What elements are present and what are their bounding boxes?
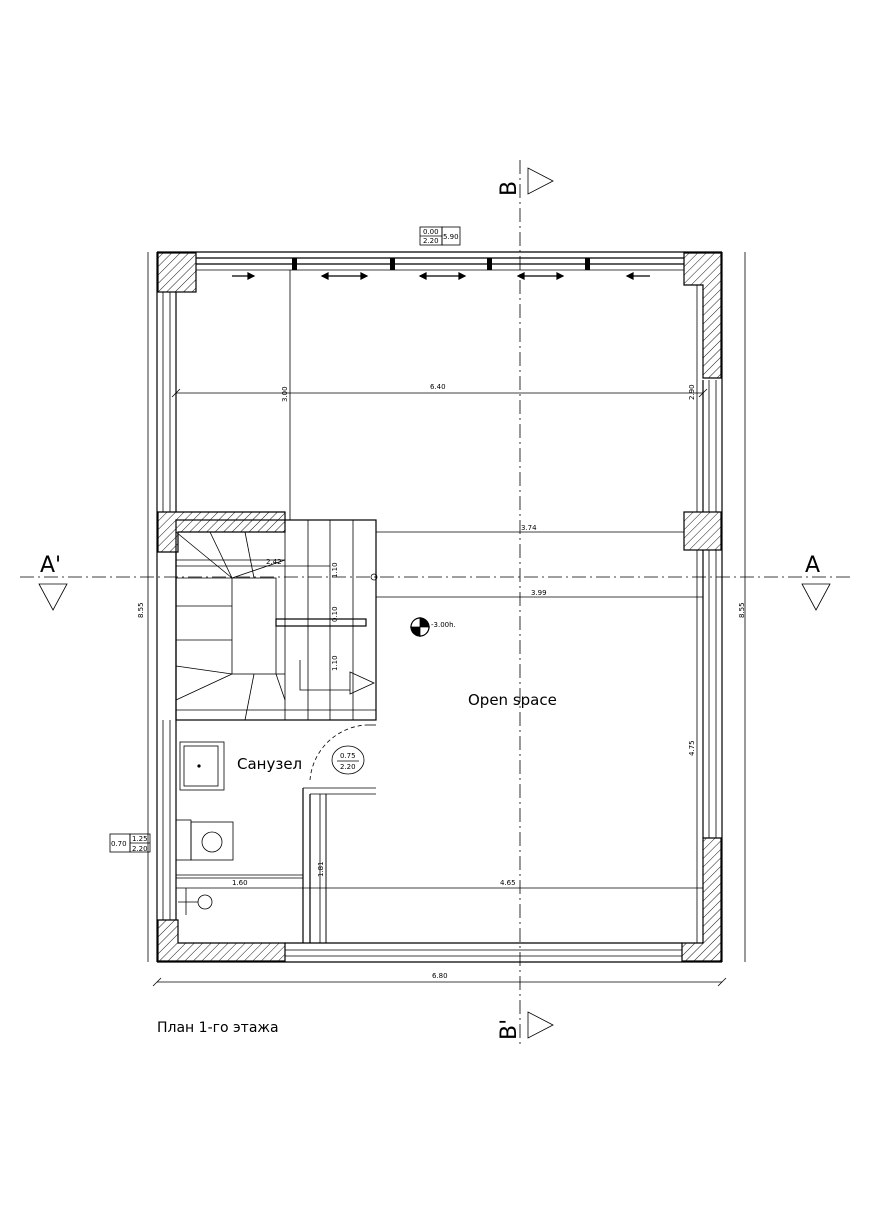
bath-door-tag: 0.75 2.20 xyxy=(331,745,365,775)
dim-overall-height-right: 8.55 xyxy=(738,602,746,618)
staircase xyxy=(175,519,378,781)
section-marker-a-right: A xyxy=(801,553,831,611)
dim-width-mid: 3.74 xyxy=(521,524,537,532)
sink xyxy=(179,741,225,791)
dim-room-depth-upper-left: 3.00 xyxy=(281,386,289,402)
room-label-bathroom: Санузел xyxy=(237,755,302,773)
dim-stair-1: 1.10 xyxy=(331,562,339,578)
side-window-head: 2.20 xyxy=(132,845,148,853)
dim-room-depth-upper-right: 2.90 xyxy=(688,384,696,400)
dim-wall-depth-lower: 1.81 xyxy=(317,861,325,877)
bath-door-height: 2.20 xyxy=(340,763,356,771)
section-label-a-left: A' xyxy=(40,553,61,578)
section-marker-a-left: A' xyxy=(38,553,68,611)
top-window-head: 2.20 xyxy=(423,237,439,245)
dim-width-axis: 3.99 xyxy=(531,589,547,597)
dimension-lines xyxy=(147,252,746,987)
side-window-width: 0.70 xyxy=(111,840,127,848)
level-mark-label: -3.00h. xyxy=(431,621,456,629)
top-window-width: 5.90 xyxy=(443,233,459,241)
section-marker-b-bottom: B' xyxy=(497,1011,554,1040)
drawing-title: План 1-го этажа xyxy=(157,1020,279,1036)
section-axes xyxy=(20,160,850,1045)
dim-overall-width: 6.80 xyxy=(432,972,448,980)
toilet xyxy=(175,819,234,861)
dim-stair-2: 0.10 xyxy=(331,606,339,622)
bath-door-width: 0.75 xyxy=(340,752,356,760)
section-label-b-top: B xyxy=(497,181,522,196)
top-window-tag: 0.00 2.20 5.90 xyxy=(419,226,461,246)
level-mark: -3.00h. xyxy=(410,617,456,637)
dim-room-width-upper: 6.40 xyxy=(430,383,446,391)
section-label-b-bottom: B' xyxy=(497,1019,522,1040)
side-window-tag: 0.70 1.25 2.20 xyxy=(109,833,151,853)
outer-walls xyxy=(156,251,723,963)
wall-columns xyxy=(157,252,722,962)
top-window xyxy=(232,258,650,280)
dim-bath-width: 1.60 xyxy=(232,879,248,887)
side-window-sill: 1.25 xyxy=(132,835,148,843)
shower xyxy=(176,874,303,915)
section-marker-b-top: B xyxy=(497,167,554,196)
dim-stair-3: 1.10 xyxy=(331,655,339,671)
section-label-a-right: A xyxy=(805,553,820,578)
room-label-open-space: Open space xyxy=(468,691,557,709)
dim-overall-height-left: 8.55 xyxy=(137,602,145,618)
top-window-sill: 0.00 xyxy=(423,228,439,236)
dim-lower-width: 4.65 xyxy=(500,879,516,887)
dim-right-depth-lower: 4.75 xyxy=(688,740,696,756)
dim-stair-width: 2.42 xyxy=(266,558,282,566)
